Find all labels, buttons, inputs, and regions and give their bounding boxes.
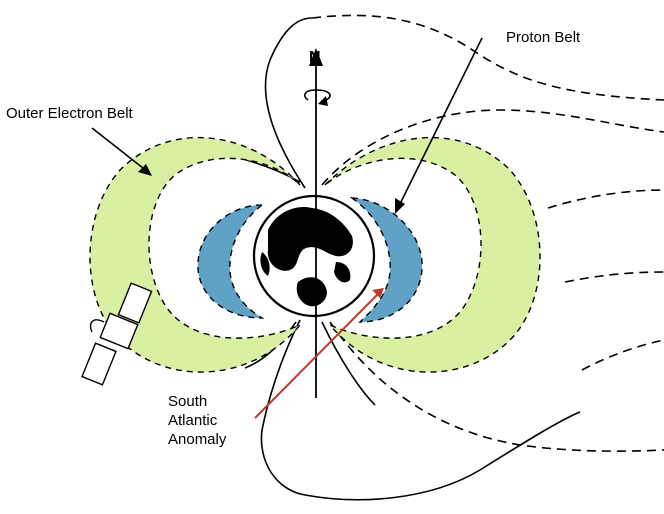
outer-electron-belt-label: Outer Electron Belt [6, 105, 134, 122]
field-line-top-right-2 [321, 109, 664, 186]
field-line-lower-right [581, 339, 664, 371]
satellite-panel-bottom [81, 342, 117, 386]
anomaly-label-line1: South [168, 393, 207, 410]
rotation-axis [303, 48, 331, 398]
outer-belt-arrowhead [138, 164, 152, 176]
proton-belt-arrowhead [395, 198, 405, 214]
rotation-arrowhead [318, 96, 328, 106]
label-pointers [91, 37, 483, 419]
earth-land-americas [267, 206, 353, 271]
text-labels: N Proton Belt Outer Electron Belt South … [6, 29, 581, 448]
proton-belt-left [197, 204, 265, 319]
anomaly-arrowhead [372, 288, 384, 298]
field-line-top-left [264, 17, 313, 189]
earth [252, 194, 376, 318]
proton-belt-right [349, 197, 423, 323]
proton-belt-pointer [397, 37, 483, 209]
satellite-icon [81, 282, 153, 386]
proton-belt-label: Proton Belt [506, 29, 581, 46]
anomaly-label-line2: Atlantic [168, 412, 218, 429]
field-line-bottom-inner [321, 321, 376, 406]
anomaly-label-line3: Anomaly [168, 431, 227, 448]
satellite-antenna [89, 319, 105, 333]
anomaly-pointer [254, 291, 381, 419]
north-arrow-icon [309, 48, 323, 66]
earth-land-small [334, 262, 351, 283]
satellite-body [99, 312, 139, 350]
field-line-bottom-right [329, 321, 664, 452]
field-line-top-right-3 [547, 189, 664, 209]
proton-belt [197, 197, 423, 323]
field-line-outer-top-right [311, 14, 664, 101]
satellite-panel-top [117, 282, 153, 324]
earth-land-south [296, 277, 327, 307]
outer-belt-right [324, 136, 541, 373]
rotation-arrow-icon [303, 89, 331, 101]
north-label: N [309, 49, 321, 66]
field-line-right-lower [564, 271, 664, 283]
earth-land-west [260, 252, 270, 276]
outer-belt-pointer [91, 127, 149, 173]
